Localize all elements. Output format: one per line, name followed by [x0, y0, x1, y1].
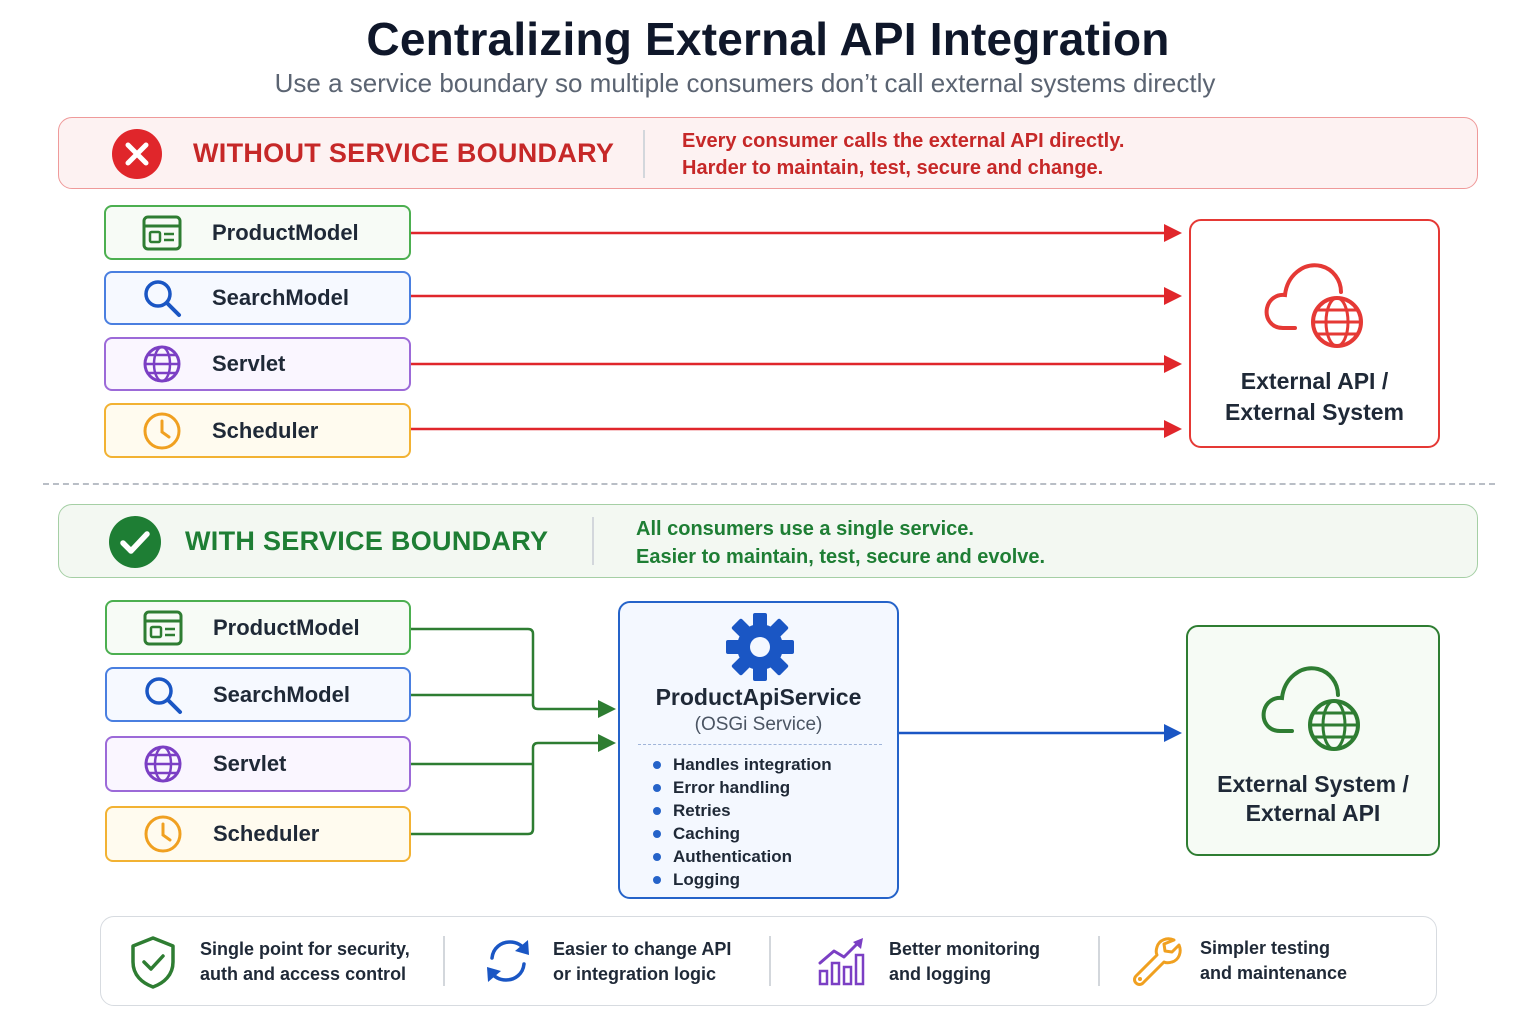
without-banner: [58, 117, 1478, 189]
list-item: Logging: [653, 868, 832, 891]
with-line2: Easier to maintain, test, secure and evo…: [636, 546, 1046, 568]
cloud-globe-icon: [1258, 659, 1364, 764]
consumer-product-model-bottom[interactable]: ProductModel: [105, 600, 411, 655]
product-api-service[interactable]: ProductApiService (OSGi Service) Handles…: [618, 601, 899, 899]
consumer-label: SearchModel: [212, 285, 349, 310]
external-bottom-line2: External API: [1245, 800, 1381, 826]
globe-icon: [141, 742, 185, 786]
list-item: Authentication: [653, 845, 832, 868]
page-subtitle: Use a service boundary so multiple consu…: [274, 68, 1216, 98]
consumer-label: Scheduler: [213, 821, 320, 846]
consumer-label: ProductModel: [212, 219, 359, 245]
service-divider: [638, 744, 882, 745]
benefit-security-line2: auth and access control: [200, 964, 407, 984]
benefit-testing-line2: and maintenance: [1200, 963, 1348, 983]
clock-icon: [140, 409, 184, 453]
consumer-label: Servlet: [213, 751, 287, 776]
check-circle-icon: [108, 515, 162, 569]
without-line1: Every consumer calls the external API di…: [682, 130, 1125, 152]
benefit-change-line2: or integration logic: [553, 964, 717, 984]
product-card-icon: [140, 211, 184, 255]
consumer-servlet-bottom[interactable]: Servlet: [105, 736, 411, 792]
benefit-divider: [769, 936, 771, 986]
shield-check-icon: [129, 935, 177, 994]
direct-call-arrows: [411, 231, 1164, 431]
consumer-product-model-top[interactable]: ProductModel: [104, 205, 411, 260]
search-icon: [141, 673, 185, 717]
external-system-bottom[interactable]: External System / External API: [1186, 625, 1440, 856]
consumer-label: ProductModel: [213, 614, 360, 640]
benefit-security-line1: Single point for security,: [200, 939, 410, 959]
clock-icon: [141, 812, 185, 856]
wrench-icon: [1130, 934, 1182, 991]
chart-up-icon: [816, 935, 866, 992]
consumer-search-model-top[interactable]: SearchModel: [104, 271, 411, 325]
consumer-search-model-bottom[interactable]: SearchModel: [105, 667, 411, 722]
consumer-label: Scheduler: [212, 417, 319, 443]
product-card-icon: [141, 606, 185, 650]
section-separator: [43, 483, 1495, 485]
banner-divider: [643, 130, 645, 178]
consumer-to-service-arrows: [411, 627, 598, 836]
benefit-testing-line1: Simpler testing: [1200, 938, 1331, 958]
service-subtitle: (OSGi Service): [694, 714, 823, 735]
with-heading: WITH SERVICE BOUNDARY: [185, 526, 549, 556]
benefit-divider: [1098, 936, 1100, 986]
service-name: ProductApiService: [655, 684, 862, 710]
service-responsibilities: Handles integration Error handling Retri…: [653, 753, 832, 891]
banner-divider: [592, 517, 594, 565]
list-item: Caching: [653, 822, 832, 845]
external-bottom-line1: External System /: [1217, 771, 1409, 797]
page-title: Centralizing External API Integration: [366, 13, 1170, 65]
list-item: Retries: [653, 799, 832, 822]
without-heading: WITHOUT SERVICE BOUNDARY: [193, 138, 615, 168]
with-line1: All consumers use a single service.: [636, 518, 974, 540]
list-item: Handles integration: [653, 753, 832, 776]
consumer-label: Servlet: [212, 351, 286, 376]
consumer-label: SearchModel: [213, 681, 350, 707]
cloud-globe-icon: [1261, 256, 1367, 361]
external-system-top[interactable]: External API / External System: [1189, 219, 1440, 448]
consumer-servlet-top[interactable]: Servlet: [104, 337, 411, 391]
external-top-line2: External System: [1225, 399, 1404, 425]
benefit-monitoring-line1: Better monitoring: [889, 939, 1040, 959]
benefit-divider: [443, 936, 445, 986]
benefit-change-line1: Easier to change API: [553, 939, 732, 959]
consumer-scheduler-bottom[interactable]: Scheduler: [105, 806, 411, 862]
list-item: Error handling: [653, 776, 832, 799]
consumer-scheduler-top[interactable]: Scheduler: [104, 403, 411, 458]
external-top-line1: External API /: [1240, 368, 1389, 394]
without-line2: Harder to maintain, test, secure and cha…: [682, 157, 1104, 179]
benefit-monitoring-line2: and logging: [889, 964, 991, 984]
benefits-bar: [100, 916, 1437, 1006]
globe-icon: [140, 342, 184, 386]
search-icon: [140, 276, 184, 320]
x-circle-icon: [111, 128, 163, 180]
refresh-icon: [484, 936, 532, 991]
with-banner: [58, 504, 1478, 578]
gear-icon: [724, 611, 796, 688]
